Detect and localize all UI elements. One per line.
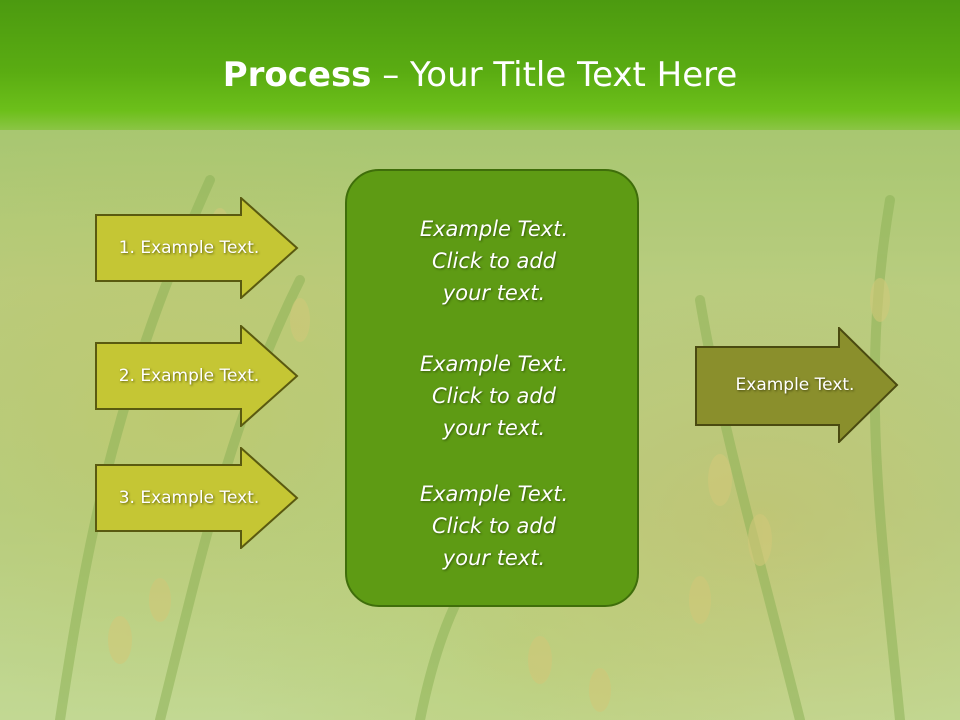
block-line: Example Text. <box>419 352 569 376</box>
block-line: Example Text. <box>419 217 569 241</box>
slide-title[interactable]: Process – Your Title Text Here <box>0 52 960 98</box>
output-arrow[interactable]: Example Text. <box>695 327 899 443</box>
step-label: 3. Example Text. <box>118 488 260 508</box>
step-arrow-1[interactable]: 1. Example Text. <box>95 197 299 299</box>
arrow-shape <box>95 325 299 427</box>
center-text-block-2: Example Text. Click to add your text. <box>347 348 641 444</box>
title-rest: – Your Title Text Here <box>371 55 738 95</box>
step-arrow-3[interactable]: 3. Example Text. <box>95 447 299 549</box>
step-label: 2. Example Text. <box>118 366 260 386</box>
arrow-shape <box>95 447 299 549</box>
arrow-shape <box>95 197 299 299</box>
block-line: your text. <box>442 281 546 305</box>
center-process-box[interactable]: Example Text. Click to add your text. Ex… <box>345 169 639 607</box>
block-line: Example Text. <box>419 482 569 506</box>
block-line: your text. <box>442 416 546 440</box>
block-line: Click to add <box>431 384 556 408</box>
step-arrow-2[interactable]: 2. Example Text. <box>95 325 299 427</box>
output-label: Example Text. <box>735 375 855 395</box>
title-bold: Process <box>222 55 372 95</box>
arrow-shape <box>695 327 899 443</box>
block-line: Click to add <box>431 514 556 538</box>
block-line: your text. <box>442 546 546 570</box>
block-line: Click to add <box>431 249 556 273</box>
step-label: 1. Example Text. <box>118 238 260 258</box>
title-bar <box>0 0 960 130</box>
center-text-block-3: Example Text. Click to add your text. <box>347 478 641 574</box>
center-text-block-1: Example Text. Click to add your text. <box>347 213 641 309</box>
